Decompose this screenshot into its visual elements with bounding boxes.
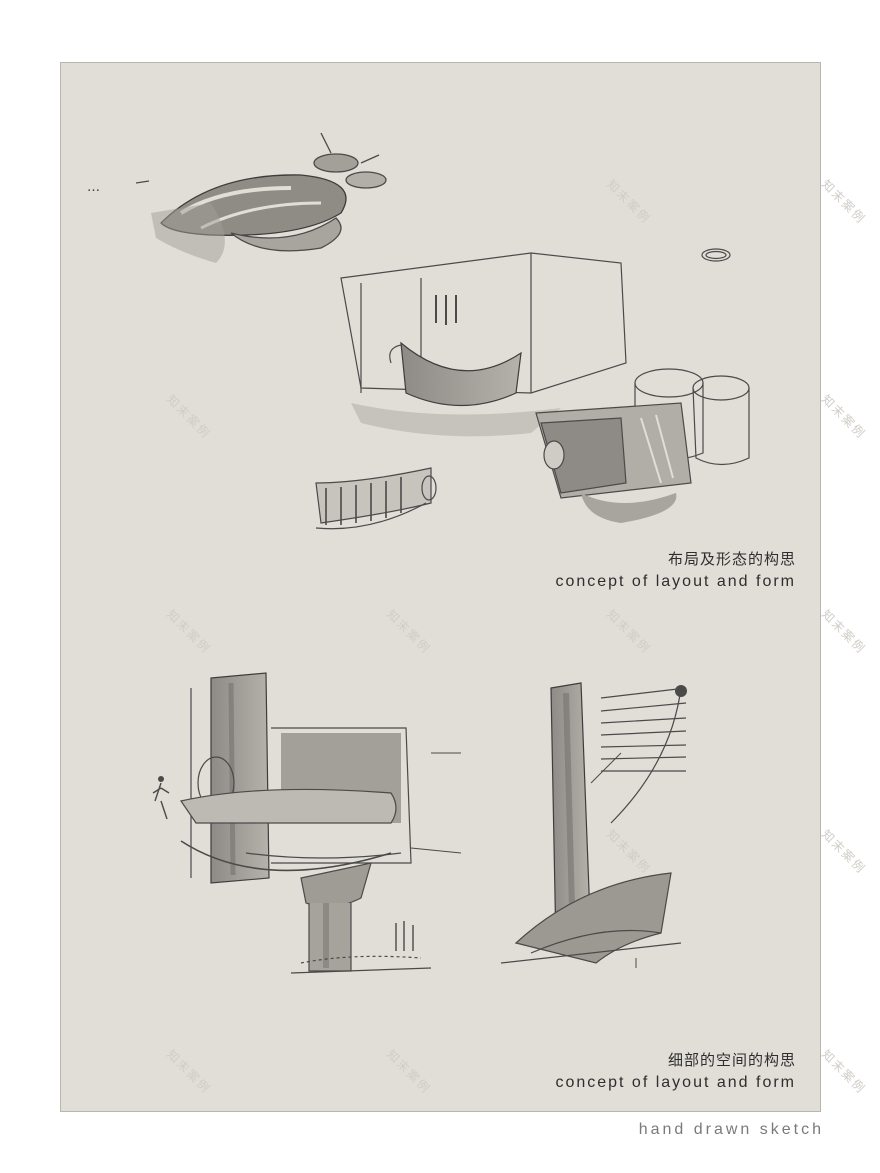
footer-caption: hand drawn sketch xyxy=(638,1121,824,1138)
section1-title-en: concept of layout and form xyxy=(555,573,796,590)
watermark: 知末案例 xyxy=(818,1047,869,1097)
watermark: 知末案例 xyxy=(818,392,869,442)
interior-section-sketch xyxy=(152,672,432,974)
section1-title-zh: 布局及形态的构思 xyxy=(667,551,796,568)
tea-bar-modules-sketch xyxy=(535,248,750,523)
section2-title-zh: 细部的空间的构思 xyxy=(667,1052,796,1069)
section2-title-en: concept of layout and form xyxy=(555,1074,796,1091)
watermark: 知末案例 xyxy=(818,827,869,877)
watermark: 知末案例 xyxy=(818,607,869,657)
watermark: 知末案例 xyxy=(818,177,869,227)
tower-stair-sketch xyxy=(500,682,687,964)
section1-caption: 布局及形态的构思 concept of layout and form xyxy=(555,550,796,594)
reception-block-sketch xyxy=(340,252,627,437)
lounge-cluster-sketch xyxy=(135,132,387,263)
display-shelf-sketch xyxy=(315,467,437,530)
hand-drawn-sketches: … xyxy=(87,132,750,974)
sketch-board: 知末案例 知末案例 知末案例 知末案例 知末案例 知末案例 知末案例 知末案例 … xyxy=(60,62,868,1112)
svg-text:…: … xyxy=(87,180,100,195)
section2-caption: 细部的空间的构思 concept of layout and form xyxy=(555,1051,796,1095)
